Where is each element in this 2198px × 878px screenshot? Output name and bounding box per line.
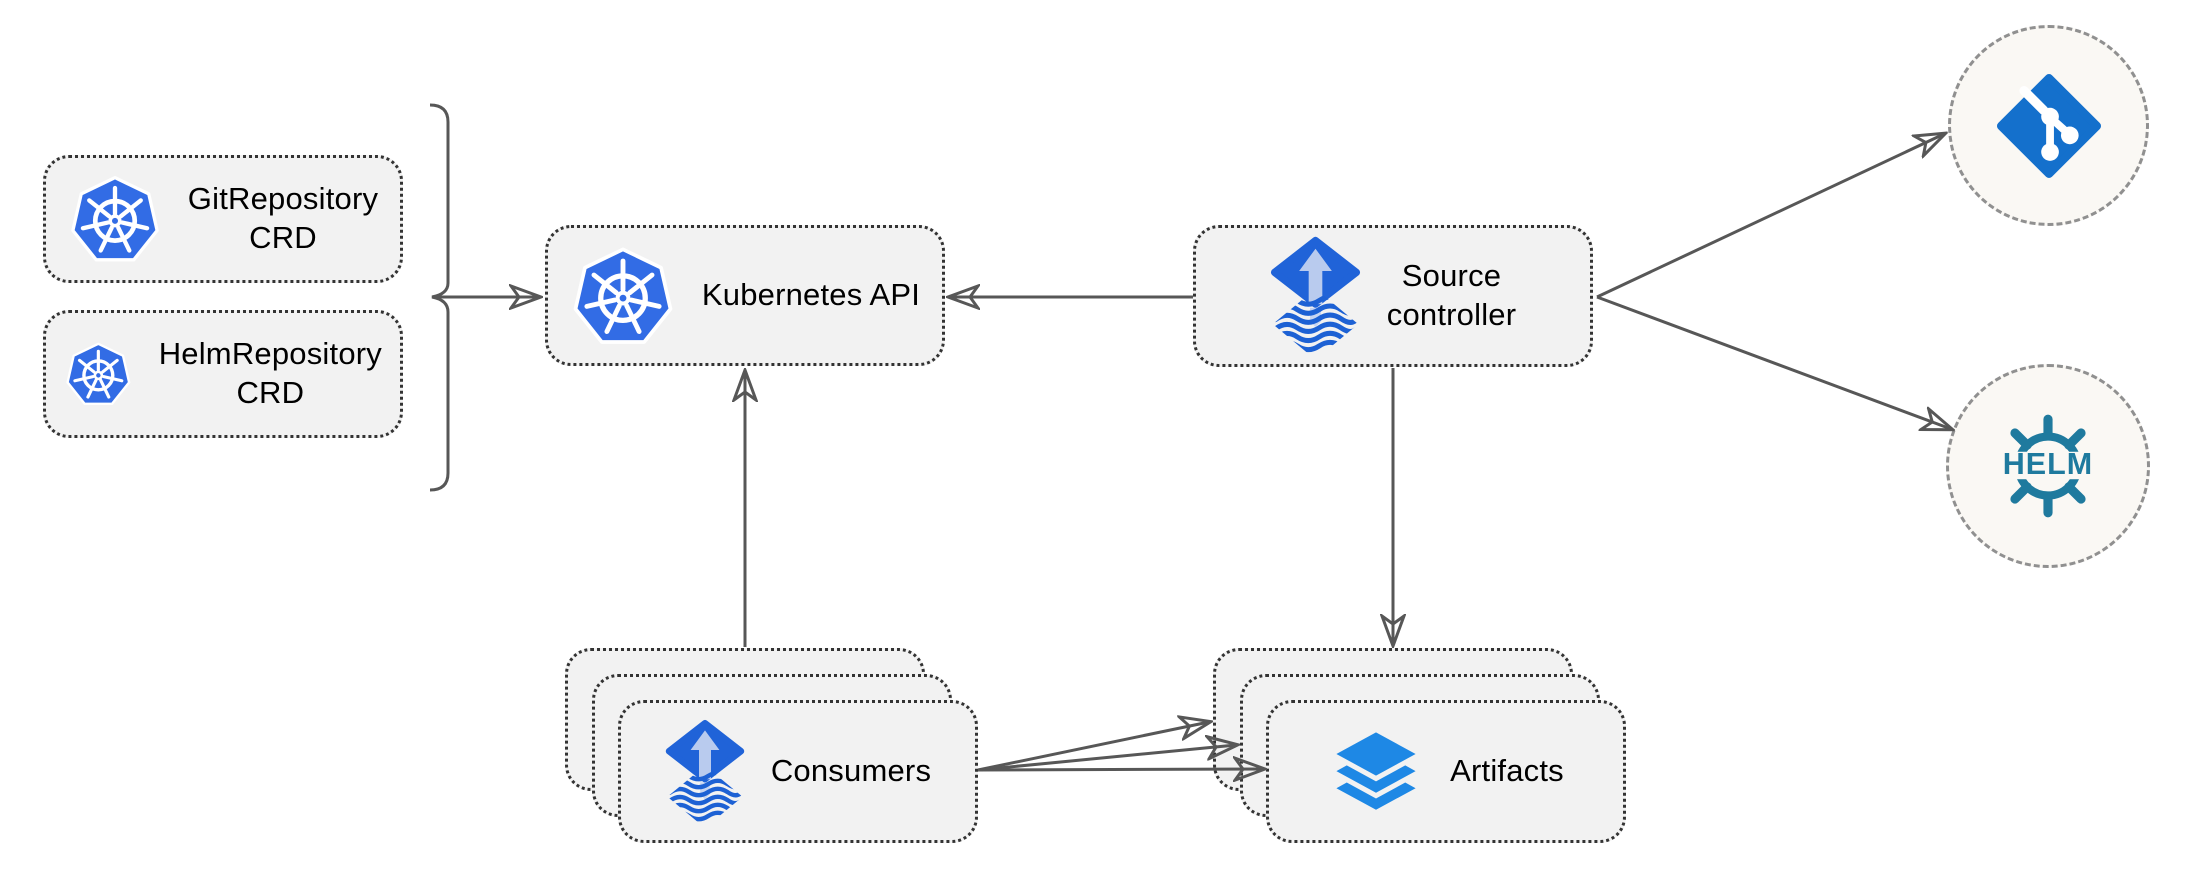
helm-logo-text: HELM (2003, 447, 2093, 481)
node-artifacts: Artifacts (1266, 700, 1626, 843)
edge-consumers-to-artifacts-back (977, 722, 1209, 772)
artifacts-label: Artifacts (1450, 753, 1564, 789)
git-icon (1996, 73, 2101, 178)
node-gitrepository-crd: GitRepository CRD (43, 155, 403, 283)
node-helm-repository: HELM (1946, 364, 2150, 568)
helmrepository-crd-label: HelmRepository CRD (158, 336, 382, 410)
flux-icon (665, 719, 745, 821)
node-consumers-stack: Consumers (565, 648, 981, 846)
node-source-controller: Source controller (1193, 225, 1593, 367)
node-kubernetes-api: Kubernetes API (545, 225, 945, 366)
kubernetes-icon (71, 175, 159, 262)
kubernetes-api-label: Kubernetes API (701, 277, 921, 313)
node-git-repository (1948, 25, 2149, 226)
consumers-label: Consumers (770, 753, 932, 789)
helm-icon: HELM (1991, 414, 2105, 518)
edge-source-controller-to-git (1596, 134, 1944, 299)
node-helmrepository-crd: HelmRepository CRD (43, 310, 403, 438)
gitrepository-crd-label: GitRepository CRD (187, 181, 379, 255)
flux-icon (1270, 236, 1360, 353)
kubernetes-icon (573, 247, 673, 344)
edge-consumers-to-artifacts-middle (977, 745, 1236, 772)
kubernetes-icon (66, 342, 131, 406)
node-consumers: Consumers (618, 700, 978, 843)
source-controller-label: Source controller (1386, 258, 1517, 332)
edge-source-controller-to-helm (1596, 295, 1951, 429)
crd-group-bracket (429, 103, 450, 492)
layers-icon (1336, 731, 1416, 810)
node-artifacts-stack: Artifacts (1213, 648, 1629, 846)
